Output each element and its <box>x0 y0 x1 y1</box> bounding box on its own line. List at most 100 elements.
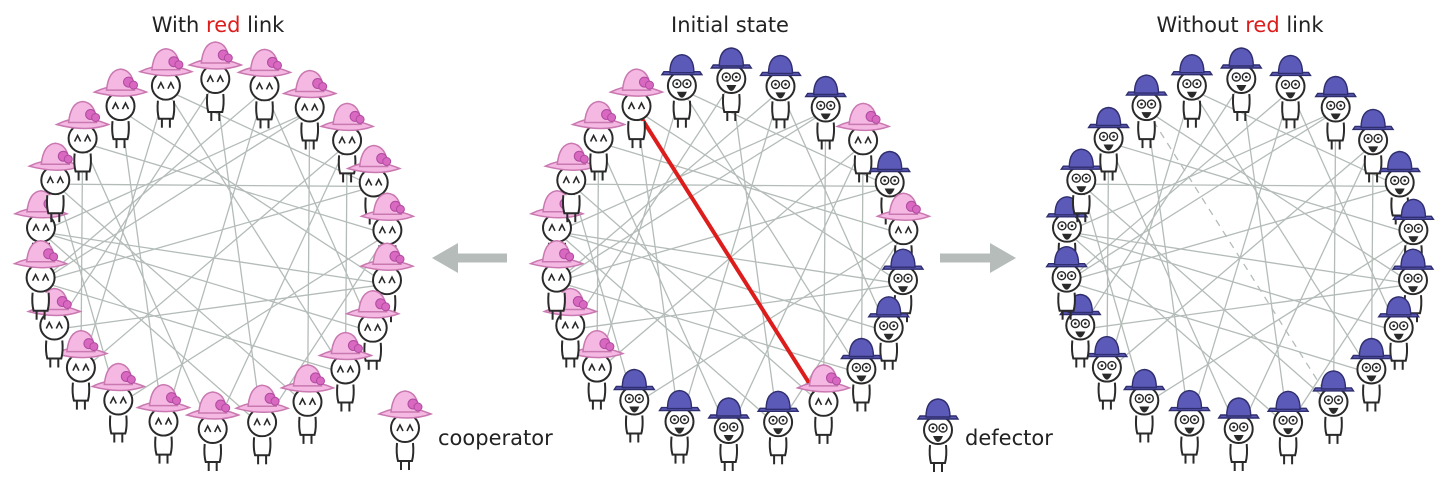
network-edge <box>40 185 374 283</box>
network-edge <box>556 89 781 283</box>
network-edge <box>80 89 167 372</box>
panel-title-initial-state: Initial state <box>671 13 789 37</box>
defector-node <box>1269 54 1312 130</box>
network-edge <box>1287 233 1414 427</box>
network-edge <box>570 183 635 405</box>
defector-node <box>1171 53 1213 129</box>
defector-node <box>658 389 701 465</box>
network-edge <box>214 82 263 427</box>
network-edge <box>54 183 119 405</box>
network-edge <box>1080 283 1414 331</box>
network-edge <box>636 109 904 285</box>
network-edge <box>1289 90 1400 333</box>
network-edge <box>635 110 681 426</box>
network-edge <box>556 185 890 283</box>
network-edge <box>120 109 388 285</box>
network-edge <box>681 89 862 374</box>
network-edge <box>571 183 890 188</box>
network-edge <box>556 281 862 375</box>
network-edge <box>119 110 165 426</box>
network-edge <box>1238 144 1374 434</box>
panel-title-without-red-link: Without red link <box>1156 13 1324 37</box>
network-edge <box>165 89 346 374</box>
defector-node <box>1168 389 1211 465</box>
defector-node <box>1217 397 1260 472</box>
network-edge <box>1240 82 1289 427</box>
network-edge <box>597 142 730 434</box>
network-edge <box>596 89 683 372</box>
network-edge <box>1066 185 1400 283</box>
network-edge <box>1080 183 1145 405</box>
network-edge <box>40 110 310 233</box>
defector-node <box>1312 370 1355 445</box>
red-link <box>634 109 826 407</box>
defector-node <box>1267 390 1309 466</box>
cooperator-node <box>280 364 335 445</box>
network-with-red-link <box>13 41 415 472</box>
defector-node <box>1125 74 1168 150</box>
cooperator-node <box>237 48 292 130</box>
network-edge <box>55 183 374 188</box>
cooperator-node <box>235 384 289 466</box>
defector-node <box>759 54 802 130</box>
network-edge <box>570 283 904 331</box>
network-edge <box>40 231 388 285</box>
arrow-left <box>432 243 507 273</box>
defector-node <box>710 47 752 122</box>
defector-node <box>1314 75 1357 151</box>
network-edge <box>117 233 388 406</box>
network-edge <box>263 90 374 333</box>
network-edge <box>54 183 308 407</box>
network-edge <box>40 89 265 283</box>
legend-cooperator: cooperator <box>378 390 553 471</box>
network-edge <box>54 283 388 331</box>
defector-node <box>1123 368 1166 444</box>
defector-node <box>805 75 847 151</box>
network-edge <box>1146 109 1414 285</box>
defector-node <box>1220 47 1263 122</box>
edge-layer <box>1066 82 1414 434</box>
defector-node <box>661 53 703 129</box>
cooperator-node <box>136 383 191 465</box>
network-edge <box>1145 110 1191 426</box>
panel-title-with-red-link: With red link <box>152 13 285 37</box>
removed-red-link <box>1145 109 1335 407</box>
network-edge <box>40 110 311 283</box>
network-edge <box>570 183 824 407</box>
network-edge <box>1081 183 1400 188</box>
network-edge <box>1106 89 1193 372</box>
network-edge <box>860 144 864 374</box>
defector-node <box>1086 335 1128 411</box>
network-edge <box>1066 281 1372 375</box>
cooperator-icon <box>378 390 432 471</box>
defector-icon <box>917 398 959 473</box>
cooperator-node <box>185 391 240 472</box>
network-edge <box>1106 142 1110 372</box>
network-initial-state <box>529 47 931 472</box>
network-edge <box>1107 142 1240 434</box>
defector-node <box>757 390 799 466</box>
network-edge <box>81 142 214 434</box>
network-edge <box>1066 89 1291 283</box>
edge-layer <box>40 82 388 434</box>
cooperator-node <box>282 69 337 151</box>
network-edge <box>212 144 348 434</box>
network-edge <box>777 233 904 427</box>
network-edge <box>779 90 890 333</box>
network-edge <box>1191 89 1372 374</box>
legend-defector: defector <box>917 398 1053 473</box>
cooperator-node <box>91 362 146 444</box>
legend-cooperator-label: cooperator <box>438 426 553 450</box>
defector-node <box>840 337 883 413</box>
edge-layer <box>556 82 904 434</box>
cooperator-node <box>93 68 148 150</box>
defector-node <box>1350 337 1393 413</box>
network-edge <box>40 281 346 375</box>
arrow-right <box>940 243 1016 273</box>
network-edge <box>1066 110 1336 233</box>
network-edge <box>1080 183 1334 407</box>
cooperator-node <box>188 41 243 122</box>
legend-defector-label: defector <box>965 426 1053 450</box>
